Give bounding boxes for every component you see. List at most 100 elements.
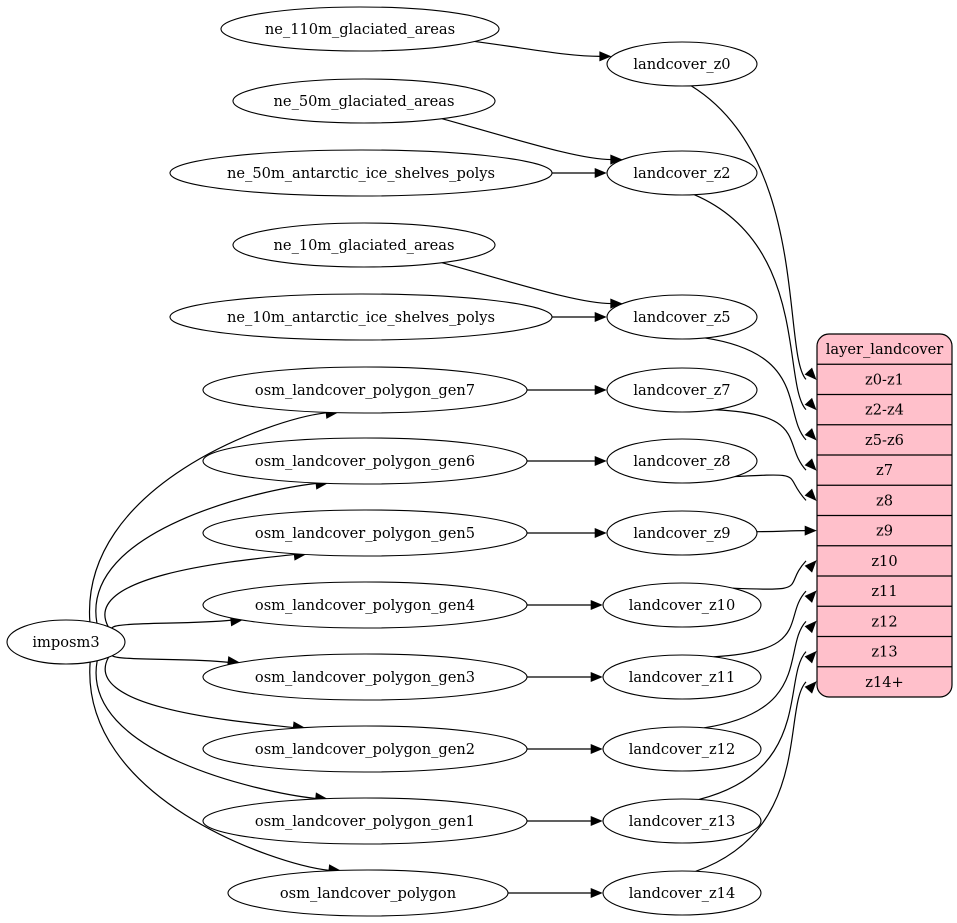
node-label: landcover_z13: [629, 813, 735, 830]
edge-ne_10m_glaciated_areas-to-landcover_z5: [441, 262, 612, 305]
edge-imposm3-to-osm_landcover_polygon_gen7: [89, 412, 328, 622]
node-landcover_z7[interactable]: landcover_z7: [606, 367, 758, 413]
record-title: layer_landcover: [826, 341, 943, 358]
node-shape: [202, 797, 528, 845]
node-label: osm_landcover_polygon_gen3: [255, 669, 475, 686]
edge-arrowhead: [590, 743, 603, 755]
node-ne_10m_antarctic_ice_shelves_polys[interactable]: ne_10m_antarctic_ice_shelves_polys: [169, 293, 553, 341]
node-landcover_z13[interactable]: landcover_z13: [602, 798, 762, 844]
node-osm_landcover_polygon_gen3[interactable]: osm_landcover_polygon_gen3: [202, 653, 528, 701]
edge-arrowhead: [804, 590, 817, 603]
node-landcover_z5[interactable]: landcover_z5: [606, 294, 758, 340]
node-osm_landcover_polygon_gen6[interactable]: osm_landcover_polygon_gen6: [202, 437, 528, 485]
node-osm_landcover_polygon_gen7[interactable]: osm_landcover_polygon_gen7: [202, 366, 528, 414]
edge-arrowhead: [590, 815, 603, 827]
node-landcover_z14[interactable]: landcover_z14: [602, 870, 762, 916]
edge-landcover_z7-to-record-z7: [715, 409, 807, 471]
record-row-label-z2-z4[interactable]: z2-z4: [865, 402, 904, 419]
node-label: osm_landcover_polygon_gen4: [255, 597, 475, 614]
node-label: landcover_z0: [633, 56, 730, 73]
node-osm_landcover_polygon_gen1[interactable]: osm_landcover_polygon_gen1: [202, 797, 528, 845]
record-row-label-z14+[interactable]: z14+: [865, 674, 904, 691]
node-ne_110m_glaciated_areas[interactable]: ne_110m_glaciated_areas: [220, 6, 500, 52]
edge-imposm3-to-osm_landcover_polygon_gen3: [111, 648, 230, 663]
node-osm_landcover_polygon_gen2[interactable]: osm_landcover_polygon_gen2: [202, 725, 528, 773]
node-shape: [606, 438, 758, 484]
node-label: landcover_z11: [629, 669, 735, 686]
edge-landcover_z12-to-record-z12: [704, 620, 807, 729]
node-ne_50m_glaciated_areas[interactable]: ne_50m_glaciated_areas: [232, 78, 496, 124]
node-landcover_z12[interactable]: landcover_z12: [602, 726, 762, 772]
node-shape: [227, 869, 509, 917]
node-label: landcover_z8: [633, 453, 730, 470]
edge-imposm3-to-osm_landcover_polygon_gen4: [111, 619, 232, 636]
node-shape: [202, 653, 528, 701]
edge-imposm3-to-osm_landcover_polygon: [89, 662, 330, 872]
node-osm_landcover_polygon[interactable]: osm_landcover_polygon: [227, 869, 509, 917]
node-label: landcover_z10: [629, 597, 735, 614]
node-label: landcover_z2: [633, 165, 730, 182]
node-ne_50m_antarctic_ice_shelves_polys[interactable]: ne_50m_antarctic_ice_shelves_polys: [169, 149, 553, 197]
record-node-layer_landcover[interactable]: layer_landcover z0-z1 z2-z4 z5-z6 z7 z8 z9 z10 z…: [816, 333, 953, 698]
node-label: landcover_z9: [633, 525, 730, 542]
node-label: ne_50m_antarctic_ice_shelves_polys: [227, 165, 495, 182]
record-row-label-z10[interactable]: z10: [871, 553, 897, 570]
edge-arrowhead: [804, 397, 817, 411]
node-landcover_z11[interactable]: landcover_z11: [602, 654, 762, 700]
node-landcover_z8[interactable]: landcover_z8: [606, 438, 758, 484]
edge-arrowhead: [804, 620, 817, 634]
node-osm_landcover_polygon_gen5[interactable]: osm_landcover_polygon_gen5: [202, 509, 528, 557]
node-ne_10m_glaciated_areas[interactable]: ne_10m_glaciated_areas: [232, 222, 496, 268]
node-shape: [602, 726, 762, 772]
edge-arrowhead: [804, 458, 817, 471]
record-row-label-z5-z6[interactable]: z5-z6: [865, 432, 904, 449]
node-label: osm_landcover_polygon_gen7: [255, 382, 475, 399]
node-shape: [232, 78, 496, 124]
record-row-label-z8[interactable]: z8: [876, 492, 893, 509]
edge-landcover_z14-to-record-z14+: [695, 681, 807, 872]
edge-arrowhead: [804, 560, 817, 573]
edge-arrowhead: [594, 455, 607, 467]
record-row-label-z7[interactable]: z7: [876, 462, 893, 479]
node-label: landcover_z14: [629, 885, 735, 902]
node-shape: [232, 222, 496, 268]
node-label: osm_landcover_polygon: [280, 885, 456, 902]
node-landcover_z9[interactable]: landcover_z9: [606, 510, 758, 556]
edge-landcover_z11-to-record-z11: [713, 590, 807, 658]
node-landcover_z0[interactable]: landcover_z0: [606, 41, 758, 87]
edge-arrowhead: [594, 167, 607, 179]
node-landcover_z2[interactable]: landcover_z2: [606, 150, 758, 196]
edge-arrowhead: [804, 651, 817, 664]
record-row-label-z0-z1[interactable]: z0-z1: [865, 371, 904, 388]
edge-arrowhead: [599, 51, 612, 62]
node-imposm3[interactable]: imposm3: [6, 619, 126, 665]
node-label: osm_landcover_polygon_gen1: [255, 813, 475, 830]
edge-landcover_z13-to-record-z13: [698, 651, 807, 801]
edge-arrowhead: [590, 599, 603, 611]
node-label: osm_landcover_polygon_gen2: [255, 741, 475, 758]
edge-imposm3-to-osm_landcover_polygon_gen1: [95, 660, 317, 800]
node-shape: [606, 41, 758, 87]
node-landcover_z10[interactable]: landcover_z10: [602, 582, 762, 628]
node-shape: [606, 367, 758, 413]
edge-imposm3-to-osm_landcover_polygon_gen5: [104, 553, 296, 627]
node-label: landcover_z7: [633, 382, 730, 399]
node-osm_landcover_polygon_gen4[interactable]: osm_landcover_polygon_gen4: [202, 581, 528, 629]
node-label: ne_110m_glaciated_areas: [265, 21, 455, 38]
edge-landcover_z10-to-record-z10: [732, 560, 807, 590]
node-shape: [202, 437, 528, 485]
node-shape: [202, 509, 528, 557]
node-label: landcover_z5: [633, 309, 730, 326]
node-shape: [6, 619, 126, 665]
edge-arrowhead: [804, 428, 817, 441]
record-row-label-z11[interactable]: z11: [871, 583, 897, 600]
edge-arrowhead: [594, 527, 607, 539]
node-label: ne_10m_glaciated_areas: [274, 237, 455, 254]
record-row-label-z13[interactable]: z13: [871, 644, 897, 661]
record-row-label-z9[interactable]: z9: [876, 523, 893, 540]
edge-ne_50m_glaciated_areas-to-landcover_z2: [441, 118, 612, 161]
node-shape: [602, 798, 762, 844]
record-row-label-z12[interactable]: z12: [871, 613, 897, 630]
node-label: ne_50m_glaciated_areas: [274, 93, 455, 110]
